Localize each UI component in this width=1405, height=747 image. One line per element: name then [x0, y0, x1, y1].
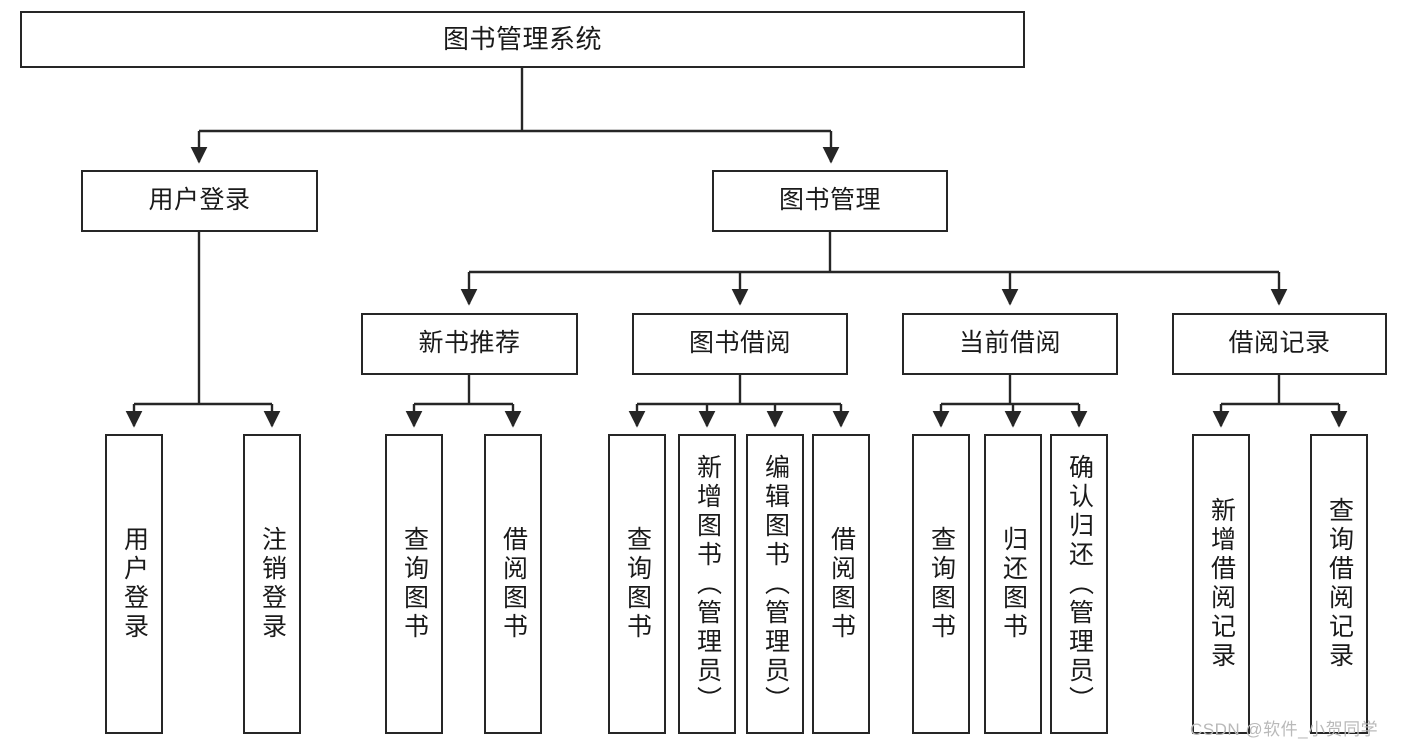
node-leaf-borrow-book-rec-label: 借阅图书	[499, 526, 528, 642]
node-leaf-query-book-borrow[interactable]: 查询图书	[608, 434, 666, 734]
node-leaf-borrow-book-label: 借阅图书	[827, 526, 856, 642]
csdn-watermark: CSDN @软件_小贺同学	[1190, 720, 1379, 739]
node-leaf-add-borrow-record[interactable]: 新增借阅记录	[1192, 434, 1250, 734]
node-leaf-user-login-label: 用户登录	[120, 526, 149, 642]
node-leaf-return-book[interactable]: 归还图书	[984, 434, 1042, 734]
node-leaf-user-logout[interactable]: 注销登录	[243, 434, 301, 734]
node-leaf-confirm-return-admin[interactable]: 确认归还（管理员）	[1050, 434, 1108, 734]
node-leaf-edit-book-admin[interactable]: 编辑图书（管理员）	[746, 434, 804, 734]
node-book-manage-label: 图书管理	[778, 186, 881, 215]
node-leaf-return-book-label: 归还图书	[999, 526, 1028, 642]
node-current-borrow[interactable]: 当前借阅	[902, 313, 1118, 375]
node-leaf-query-book-current[interactable]: 查询图书	[912, 434, 970, 734]
node-leaf-query-book-borrow-label: 查询图书	[623, 526, 652, 642]
node-current-borrow-label: 当前借阅	[958, 329, 1061, 358]
node-leaf-query-book-rec[interactable]: 查询图书	[385, 434, 443, 734]
node-root[interactable]: 图书管理系统	[20, 11, 1025, 68]
node-borrow-record-label: 借阅记录	[1228, 329, 1331, 358]
node-book-borrow[interactable]: 图书借阅	[632, 313, 848, 375]
node-book-borrow-label: 图书借阅	[688, 329, 791, 358]
node-leaf-add-borrow-record-label: 新增借阅记录	[1207, 497, 1236, 671]
node-new-book-rec-label: 新书推荐	[418, 329, 521, 358]
node-root-label: 图书管理系统	[442, 24, 602, 55]
node-borrow-record[interactable]: 借阅记录	[1172, 313, 1387, 375]
node-leaf-query-borrow-record[interactable]: 查询借阅记录	[1310, 434, 1368, 734]
node-leaf-borrow-book[interactable]: 借阅图书	[812, 434, 870, 734]
node-leaf-add-book-admin-label: 新增图书（管理员）	[693, 453, 722, 715]
node-leaf-add-book-admin[interactable]: 新增图书（管理员）	[678, 434, 736, 734]
node-leaf-user-login[interactable]: 用户登录	[105, 434, 163, 734]
node-leaf-query-book-rec-label: 查询图书	[400, 526, 429, 642]
node-user-login-label: 用户登录	[148, 186, 251, 215]
node-leaf-query-book-current-label: 查询图书	[927, 526, 956, 642]
node-user-login[interactable]: 用户登录	[81, 170, 318, 232]
node-new-book-rec[interactable]: 新书推荐	[361, 313, 578, 375]
node-leaf-edit-book-admin-label: 编辑图书（管理员）	[761, 453, 790, 715]
node-leaf-borrow-book-rec[interactable]: 借阅图书	[484, 434, 542, 734]
node-leaf-query-borrow-record-label: 查询借阅记录	[1325, 497, 1354, 671]
node-book-manage[interactable]: 图书管理	[712, 170, 948, 232]
node-leaf-user-logout-label: 注销登录	[258, 526, 287, 642]
node-leaf-confirm-return-admin-label: 确认归还（管理员）	[1065, 453, 1094, 715]
